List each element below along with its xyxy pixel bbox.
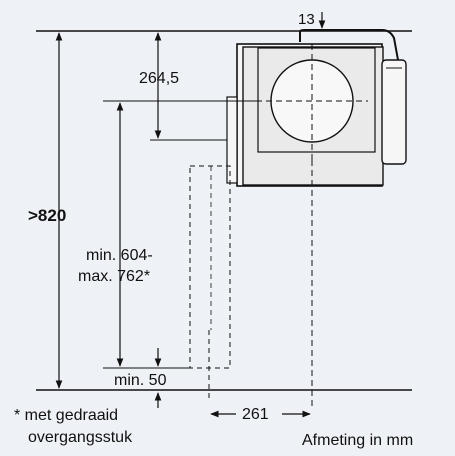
total-height-label: >820 xyxy=(28,206,66,225)
power-cable xyxy=(299,29,399,61)
motor-housing xyxy=(381,59,407,165)
transition-duct xyxy=(189,165,231,369)
height-range-line1: min. 604- xyxy=(86,247,153,264)
hood-unit xyxy=(226,29,407,187)
top-gap-label: 13 xyxy=(298,11,315,28)
rear-spigot xyxy=(226,96,238,184)
height-range-line2: max. 762* xyxy=(78,268,150,285)
unit-note: Afmeting in mm xyxy=(302,432,413,449)
footnote-line1: * met gedraaid xyxy=(14,407,118,424)
hood-inner-panel xyxy=(257,47,376,153)
horizontal-261-label: 261 xyxy=(242,406,269,423)
offset-264-label: 264,5 xyxy=(139,70,179,87)
bottom-min-label: min. 50 xyxy=(114,372,167,389)
footnote-line2: overgangsstuk xyxy=(28,429,133,446)
